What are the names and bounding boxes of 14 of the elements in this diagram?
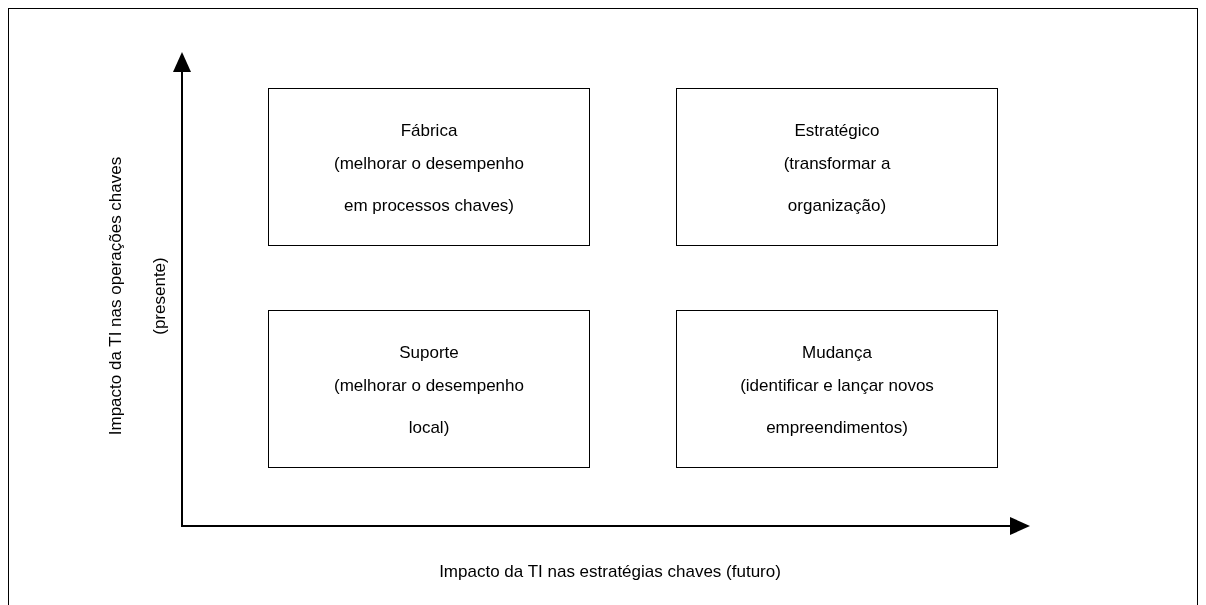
quadrant-description: (melhorar o desempenho em processos chaves) [333,153,525,217]
quadrant-box [676,310,998,468]
quadrant-title: Suporte [399,342,459,364]
quadrant-description: (identificar e lançar novos empreendimentos) [739,375,935,439]
y-axis-label: Impacto da TI nas operações chaves (presente) [105,155,170,438]
quadrant-description: (melhorar o desempenho local) [333,375,525,439]
quadrant-title: Estratégico [794,120,880,142]
quadrant-box [268,310,590,468]
quadrant-title: Fábrica [400,120,458,142]
quadrant-box [676,88,998,246]
quadrant-title: Mudança [802,342,872,364]
quadrant-box [268,88,590,246]
x-axis-label: Impacto da TI nas estratégias chaves (futuro) [438,561,782,583]
quadrant-description: (transformar a organização) [782,153,892,217]
